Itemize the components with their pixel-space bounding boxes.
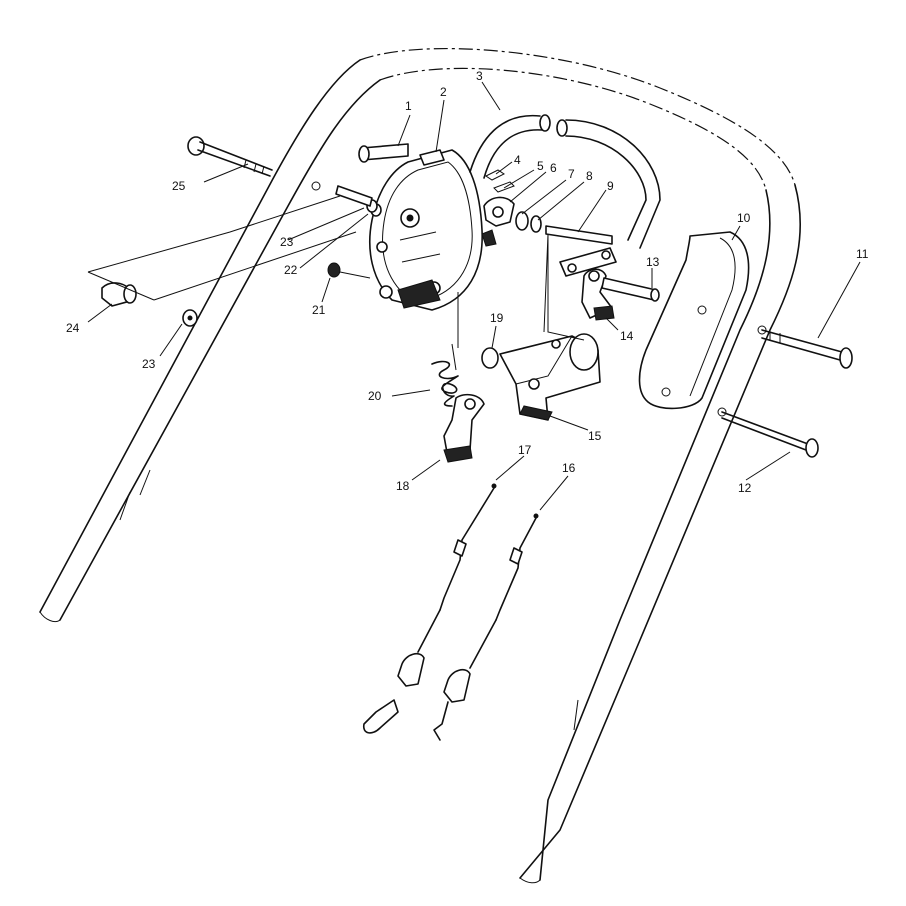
washer-part-5 [493,181,515,193]
lever-part-14 [581,268,615,321]
handle-loop-part-3 [469,114,661,249]
control-housing-part-2 [369,149,483,311]
callout-5: 5 [537,159,544,173]
bolt-part-1 [358,143,409,163]
nut-part-23-lower [182,309,198,327]
callout-7: 7 [568,167,575,181]
callout-labels: 1 2 3 4 5 6 7 8 9 10 11 12 13 14 15 16 1… [66,69,869,495]
callout-15: 15 [588,429,602,443]
callout-10: 10 [737,211,751,225]
clip-part-4 [485,169,505,181]
nut-part-23-upper [335,185,378,213]
callout-19: 19 [490,311,504,325]
callout-16: 16 [562,461,576,475]
spring-part-20 [431,343,459,407]
callout-8: 8 [586,169,593,183]
callout-11: 11 [856,247,869,261]
callout-4: 4 [514,153,521,167]
callout-25: 25 [172,179,186,193]
callout-23-lower: 23 [142,357,156,371]
bracket-part-15 [499,333,601,421]
callout-18: 18 [396,479,410,493]
pin-part-13 [601,277,660,302]
callout-2: 2 [440,85,447,99]
callout-1: 1 [405,99,412,113]
callout-13: 13 [646,255,660,269]
callout-22: 22 [284,263,298,277]
cable-part-16 [433,513,539,741]
shaft-part-9 [545,225,613,245]
bolt-part-11 [761,329,853,369]
cam-part-6 [481,196,515,247]
callout-20: 20 [368,389,382,403]
bolt-part-12 [721,411,819,458]
callout-3: 3 [476,69,483,83]
assembly-lines [87,195,585,348]
callout-21: 21 [312,303,326,317]
callout-14: 14 [620,329,634,343]
callout-6: 6 [550,161,557,175]
trigger-part-18 [443,393,485,463]
spacer-part-7 [515,211,529,231]
callout-17: 17 [518,443,532,457]
knob-part-24 [101,282,137,307]
callout-24: 24 [66,321,80,335]
lever-arm [559,247,617,277]
callout-12: 12 [738,481,752,495]
callout-23-upper: 23 [280,235,294,249]
callout-9: 9 [607,179,614,193]
cover-part-10 [638,231,750,410]
cable-part-17 [362,483,497,734]
bolt-part-25 [187,136,273,177]
leader-lines [87,81,861,511]
nut-part-21 [327,262,341,278]
washer-part-19 [481,347,499,369]
